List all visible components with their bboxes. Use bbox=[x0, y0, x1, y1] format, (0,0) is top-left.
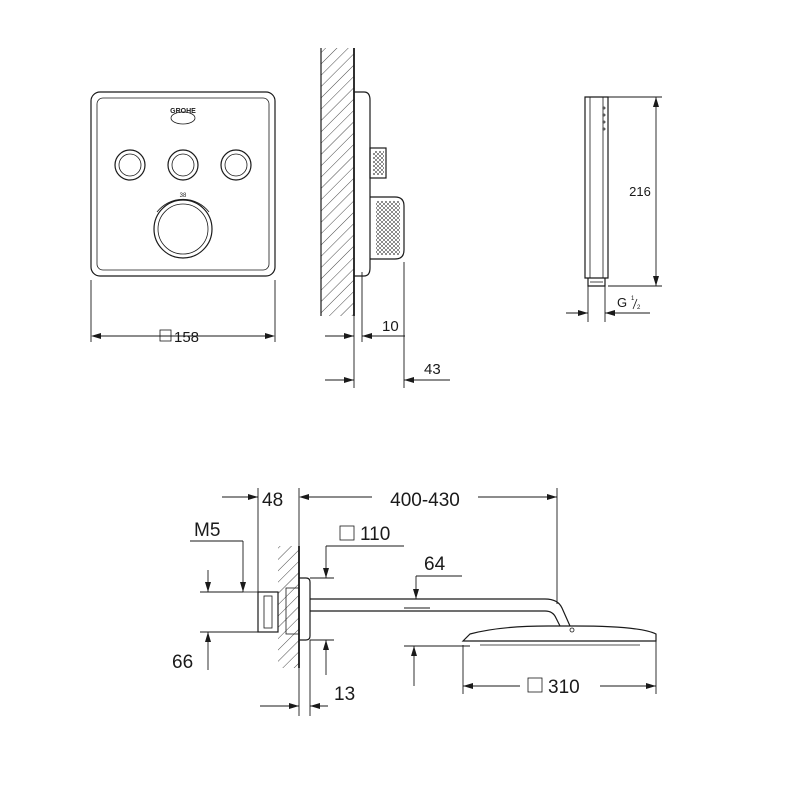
trim-plate-inner bbox=[96, 97, 270, 271]
shower-arm bbox=[310, 598, 571, 627]
plate-profile bbox=[354, 91, 371, 277]
square-symbol-flange bbox=[339, 525, 355, 541]
length-dimension: 216 bbox=[608, 96, 662, 287]
wall-offset-label: 48 bbox=[262, 490, 283, 511]
trim-plate-outer bbox=[90, 91, 276, 277]
width-dimension: 158 bbox=[90, 280, 276, 346]
side-knob bbox=[370, 196, 405, 260]
bottom-wall-hatch bbox=[278, 546, 299, 668]
arm-length-label: 400-430 bbox=[390, 490, 460, 511]
scale-mark: 38 bbox=[180, 193, 187, 199]
head-shower-view: 48 400-430 M5 66 bbox=[172, 488, 657, 716]
wall-offset-dimension: 48 bbox=[222, 488, 309, 592]
depth-label: 43 bbox=[424, 361, 441, 378]
grohe-logo: GROHE bbox=[170, 108, 196, 125]
thread-dimension: G 1 2 bbox=[566, 286, 650, 322]
thread-label: G bbox=[617, 295, 627, 310]
arm-length-dimension: 400-430 bbox=[309, 488, 558, 604]
rosette bbox=[299, 577, 311, 641]
function-button-2 bbox=[167, 149, 199, 181]
side-view: 10 43 bbox=[320, 48, 450, 388]
head-diameter-dimension: 310 bbox=[462, 641, 657, 698]
rosette-height-label: 66 bbox=[172, 652, 193, 673]
length-label: 216 bbox=[629, 184, 651, 199]
shower-head bbox=[461, 625, 657, 646]
thread-m5-dimension: M5 bbox=[190, 520, 246, 592]
wall-connector bbox=[243, 591, 279, 633]
side-button bbox=[369, 147, 387, 179]
projection-label: 10 bbox=[382, 318, 399, 335]
function-button-1 bbox=[114, 149, 146, 181]
width-label: 158 bbox=[174, 329, 199, 346]
hose-connector bbox=[587, 278, 606, 287]
flange-dimension: 110 bbox=[310, 524, 404, 675]
thread-denominator: 2 bbox=[637, 305, 641, 311]
square-symbol bbox=[159, 329, 172, 342]
flange-label: 110 bbox=[360, 524, 390, 545]
logo-text: GROHE bbox=[170, 108, 196, 115]
arm-label: 64 bbox=[424, 554, 446, 575]
projection-dimension: 10 bbox=[325, 272, 405, 388]
square-symbol-head bbox=[527, 677, 543, 693]
hand-shower-view: 216 G 1 2 bbox=[566, 96, 662, 322]
wall-hatch bbox=[321, 48, 354, 316]
wall-clearance-label: 13 bbox=[334, 684, 355, 705]
hand-shower-body bbox=[584, 96, 609, 279]
head-label: 310 bbox=[548, 677, 580, 698]
front-view: GROHE 38 158 bbox=[90, 91, 276, 346]
rosette-height-dimension: 66 bbox=[172, 570, 260, 673]
depth-dimension: 43 bbox=[325, 262, 450, 388]
rosette-inner bbox=[285, 587, 300, 635]
wall-clearance-dimension: 13 bbox=[260, 640, 355, 716]
thermostat-knob: 38 bbox=[153, 193, 213, 259]
thread-numerator: 1 bbox=[631, 296, 635, 302]
arm-height-dimension: 64 bbox=[404, 554, 470, 686]
m5-label: M5 bbox=[194, 520, 220, 541]
function-button-3 bbox=[220, 149, 252, 181]
